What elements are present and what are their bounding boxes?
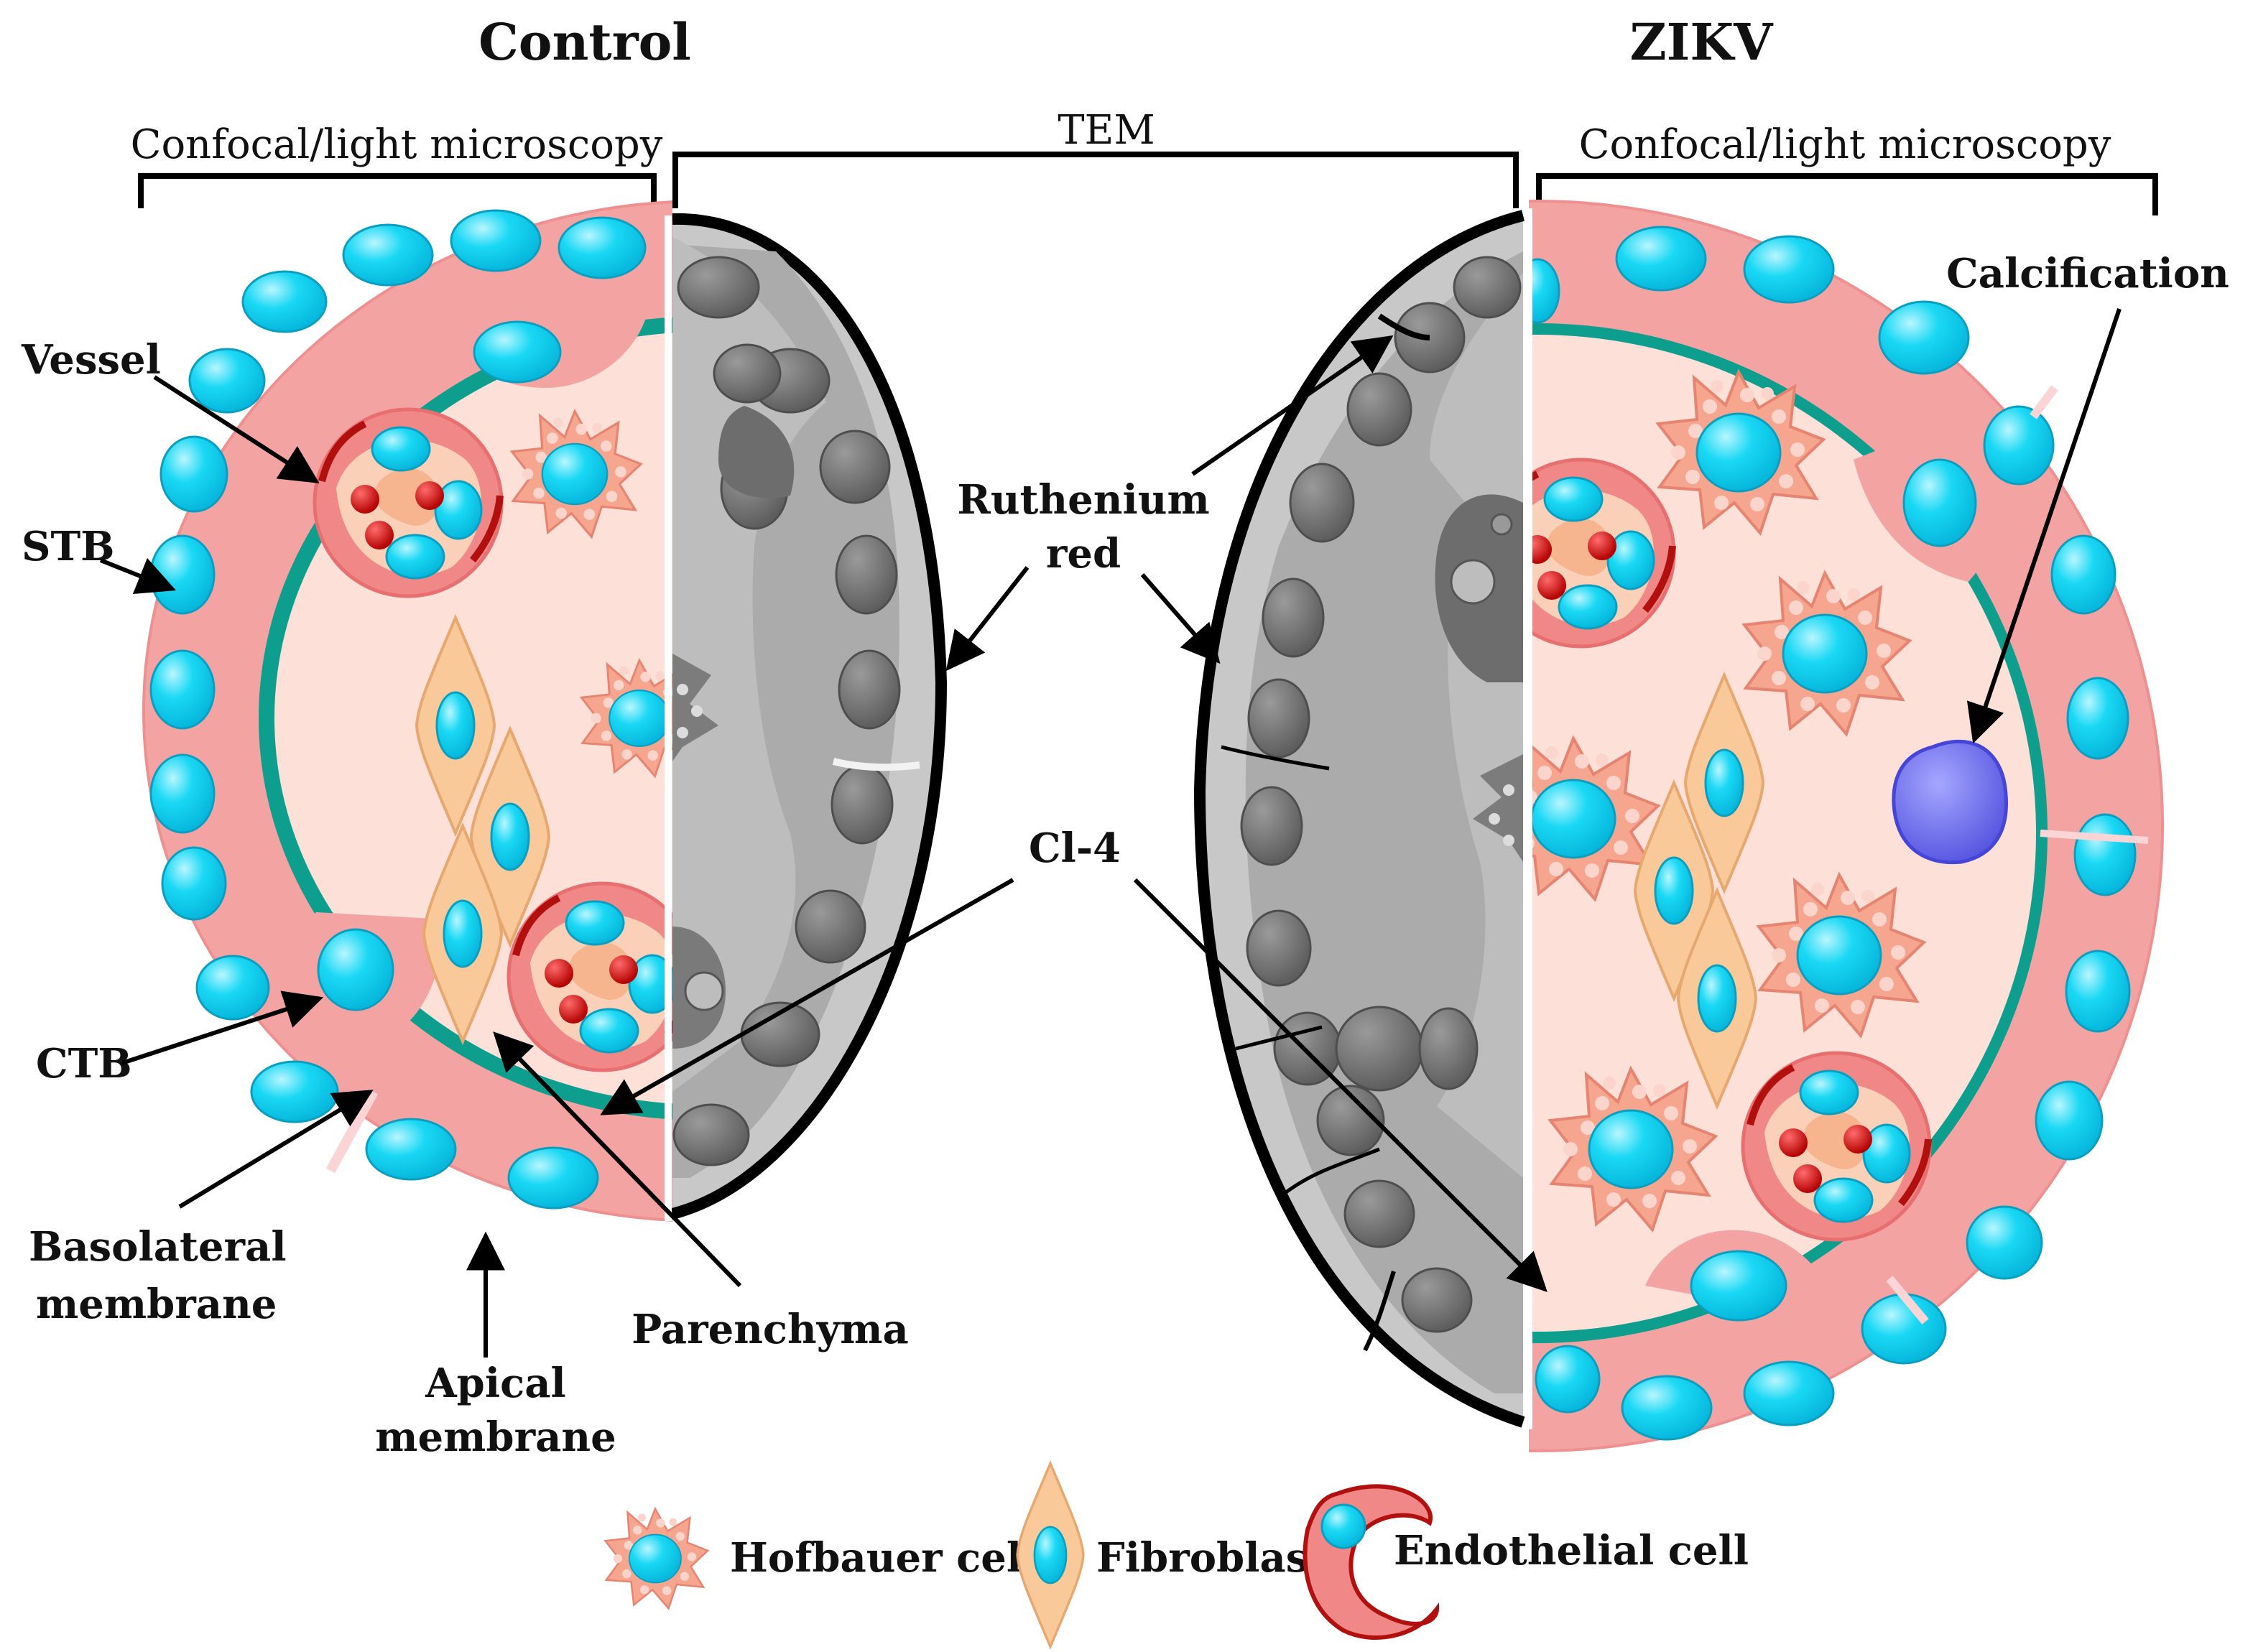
vessel-arrow [153,375,320,483]
parenchyma-arrow [493,1031,742,1288]
zikv-villus-confocal [1529,200,2164,1452]
fibroblast-icon [1016,1462,1085,1648]
right-confocal-label: Confocal/light microscopy [1579,121,2111,168]
control-villus-tem [670,213,948,1220]
legend-endothelial-label: Endothelial cell [1394,1527,1749,1574]
vessel-label: Vessel [21,336,161,384]
cl4-arrow-right [1133,878,1548,1292]
tem-label: TEM [1058,107,1155,154]
left-confocal-label: Confocal/light microscopy [131,121,663,168]
left-confocal-bracket [138,173,657,208]
legend: Hofbauer cell Fibroblast Endothelial cel… [604,1462,1749,1648]
control-header: Control [478,12,691,72]
ruthenium-arrow-right [1191,335,1394,476]
ruthenium-red-label-line1: Ruthenium [957,476,1209,524]
ruthenium-arrow-lower [1140,573,1221,664]
endothelial-cell-icon [1303,1484,1440,1640]
tem-bracket [672,152,1519,208]
zikv-villus-tem [1193,210,1525,1428]
ctb-label: CTB [36,1040,132,1087]
basolateral-label-line2: membrane [36,1281,277,1328]
ruthenium-arrow-left [945,566,1030,672]
stb-label: STB [22,523,114,570]
ruthenium-red-label-line2: red [1046,530,1121,577]
basolateral-arrow [178,1090,374,1209]
legend-fibroblast-label: Fibroblast [1096,1534,1327,1582]
basolateral-label-line1: Basolateral [29,1223,287,1271]
parenchyma-label: Parenchyma [632,1306,909,1353]
hofbauer-cell-icon [604,1508,709,1610]
calcification-deposit [1892,739,2008,865]
stb-arrow [99,557,177,595]
zikv-header: ZIKV [1630,12,1775,72]
cl4-label: Cl-4 [1029,825,1121,872]
legend-hofbauer-label: Hofbauer cell [730,1534,1037,1582]
calcification-arrow [1966,308,2122,744]
apical-label-line2: membrane [375,1414,616,1461]
apical-label-line1: Apical [425,1360,566,1407]
control-villus-confocal [142,200,672,1222]
calcification-label: Calcification [1946,250,2229,297]
right-confocal-bracket [1536,173,2158,215]
ctb-arrow [121,990,324,1065]
cl4-arrow-left [600,878,1014,1115]
